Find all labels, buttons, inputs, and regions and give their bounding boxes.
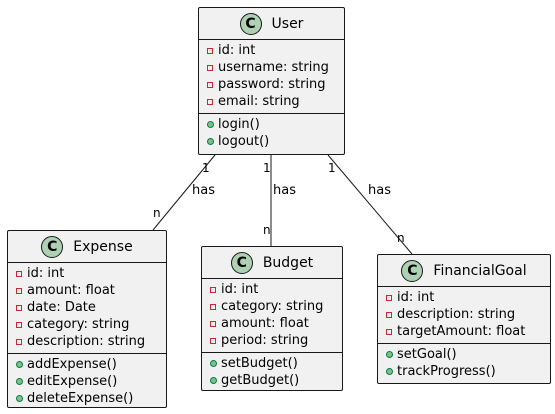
class-user[interactable]: C User id: int username: string password… [198,7,345,155]
attribute-row: description: string [14,333,166,350]
private-marker-icon [14,270,24,277]
class-expense[interactable]: C Expense id: int amount: float date: Da… [7,230,167,408]
methods-section: addExpense() editExpense() deleteExpense… [8,353,166,410]
class-financialgoal[interactable]: C FinancialGoal id: int description: str… [377,254,551,384]
attribute-row: id: int [205,42,344,59]
user-expense-target-multiplicity: n [153,206,161,220]
attribute-row: username: string [205,59,344,76]
private-marker-icon [205,81,215,88]
user-goal-source-multiplicity: 1 [328,161,336,175]
private-marker-icon [205,98,215,105]
class-name: User [271,15,304,32]
methods-section: setGoal() trackProgress() [378,343,550,383]
class-expense-header: C Expense [8,231,166,263]
method-row: logout() [205,133,344,150]
class-name: FinancialGoal [433,262,527,279]
class-user-header: C User [199,8,344,40]
attribute-row: amount: float [14,282,166,299]
attributes-section: id: int amount: float date: Date categor… [8,263,166,353]
attribute-row: category: string [14,316,166,333]
public-marker-icon [208,377,218,384]
attribute-row: id: int [14,265,166,282]
public-marker-icon [208,360,218,367]
private-marker-icon [205,64,215,71]
user-goal-label: has [368,183,391,198]
user-expense-label: has [192,183,215,198]
public-marker-icon [205,138,215,145]
attribute-row: category: string [208,298,342,315]
attribute-row: date: Date [14,299,166,316]
attribute-row: id: int [384,289,550,306]
methods-section: setBudget() getBudget() [202,352,342,392]
class-icon: C [401,259,424,282]
public-marker-icon [14,395,24,402]
class-icon: C [239,12,262,35]
attribute-row: description: string [384,306,550,323]
method-row: login() [205,116,344,133]
method-row: getBudget() [208,372,342,389]
private-marker-icon [384,328,394,335]
class-icon: C [41,235,64,258]
attribute-row: id: int [208,281,342,298]
public-marker-icon [384,368,394,375]
class-name: Budget [262,254,314,271]
private-marker-icon [208,303,218,310]
private-marker-icon [208,337,218,344]
user-budget-label: has [273,183,296,198]
user-goal-target-multiplicity: n [397,231,405,245]
method-row: editExpense() [14,373,166,390]
user-expense-source-multiplicity: 1 [202,161,210,175]
class-icon: C [230,251,253,274]
attributes-section: id: int category: string amount: float p… [202,279,342,352]
class-budget[interactable]: C Budget id: int category: string amount… [201,246,343,391]
attribute-row: period: string [208,332,342,349]
attribute-row: amount: float [208,315,342,332]
private-marker-icon [14,304,24,311]
edge-user-goal [327,154,413,255]
private-marker-icon [14,287,24,294]
attribute-row: email: string [205,93,344,110]
attribute-row: password: string [205,76,344,93]
method-row: setGoal() [384,346,550,363]
public-marker-icon [384,351,394,358]
class-budget-header: C Budget [202,247,342,279]
attributes-section: id: int username: string password: strin… [199,40,344,113]
public-marker-icon [14,361,24,368]
private-marker-icon [384,311,394,318]
class-name: Expense [73,238,133,255]
private-marker-icon [14,321,24,328]
attribute-row: targetAmount: float [384,323,550,340]
private-marker-icon [208,320,218,327]
private-marker-icon [384,294,394,301]
user-budget-source-multiplicity: 1 [263,161,271,175]
public-marker-icon [14,378,24,385]
class-financialgoal-header: C FinancialGoal [378,255,550,287]
methods-section: login() logout() [199,113,344,153]
method-row: deleteExpense() [14,390,166,407]
private-marker-icon [205,47,215,54]
edge-user-expense [152,154,216,231]
public-marker-icon [205,121,215,128]
user-budget-target-multiplicity: n [263,223,271,237]
method-row: addExpense() [14,356,166,373]
attributes-section: id: int description: string targetAmount… [378,287,550,343]
private-marker-icon [14,338,24,345]
method-row: setBudget() [208,355,342,372]
private-marker-icon [208,286,218,293]
method-row: trackProgress() [384,363,550,380]
